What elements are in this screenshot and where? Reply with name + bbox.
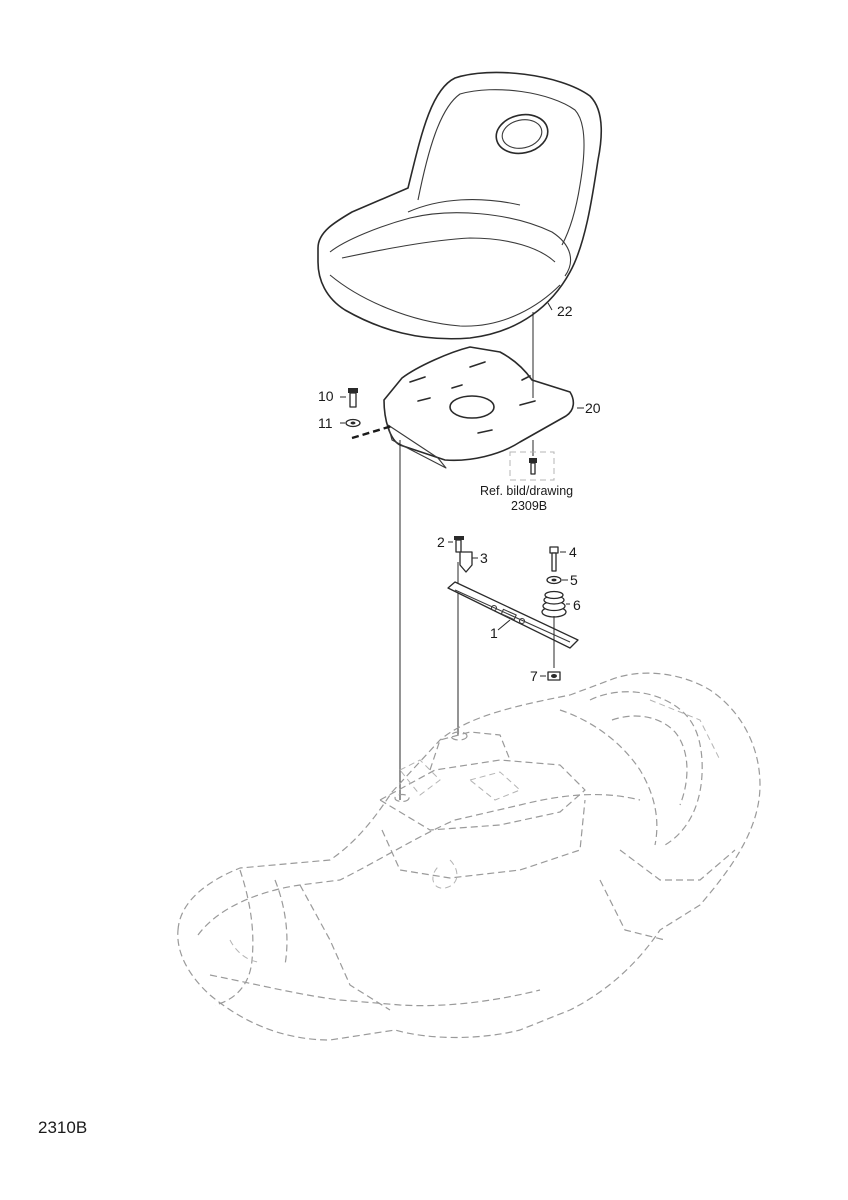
callout-22: 22 (557, 303, 573, 319)
callout-20: 20 (585, 400, 601, 416)
callout-6: 6 (573, 597, 581, 613)
seat-plate (383, 346, 575, 469)
callout-10: 10 (318, 388, 334, 404)
mower-body-ghost (177, 672, 761, 1041)
reference-note-line1: Ref. bild/drawing (480, 484, 573, 498)
callout-7: 7 (530, 668, 538, 684)
callout-11: 11 (318, 415, 333, 431)
reference-screw (509, 440, 555, 481)
callout-5: 5 (570, 572, 578, 588)
figure-id: 2310B (38, 1118, 87, 1137)
callout-3: 3 (480, 550, 488, 566)
reference-note-line2: 2309B (511, 499, 547, 513)
screw-10-and-washer-11 (340, 388, 584, 440)
seat (317, 71, 603, 340)
callout-1: 1 (490, 625, 498, 641)
seat-bracket-assembly (447, 536, 579, 681)
callout-2: 2 (437, 534, 445, 550)
spring (541, 590, 570, 618)
callout-4: 4 (569, 544, 577, 560)
